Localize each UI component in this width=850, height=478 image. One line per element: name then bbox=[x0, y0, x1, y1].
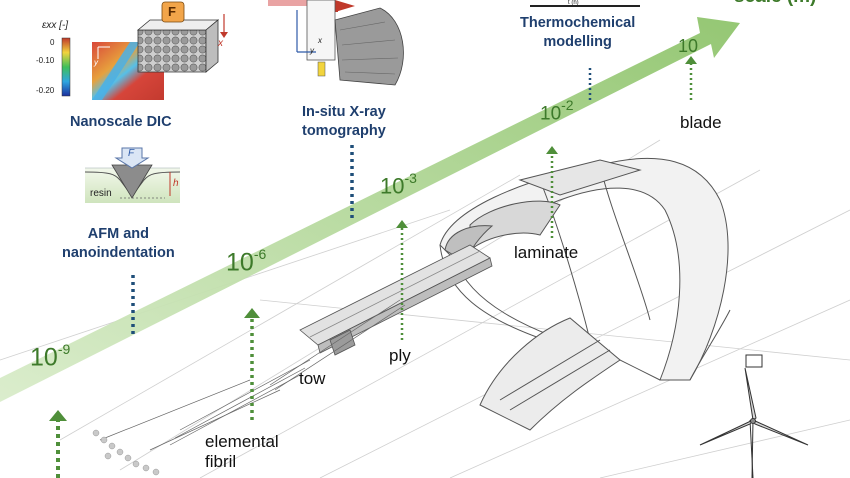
scale-1e-2: 10-2 bbox=[540, 97, 574, 125]
scale-1e1-base: 10 bbox=[678, 36, 699, 56]
afm-resin-label: resin bbox=[90, 188, 112, 199]
connector-fibril-arrowhead bbox=[49, 410, 67, 421]
afm-title-line2: nanoindentation bbox=[62, 245, 175, 261]
scale-1e-9-exp: -9 bbox=[57, 341, 71, 357]
strain-label: εxx [-] bbox=[42, 20, 69, 31]
scale-1e1: 10 bbox=[678, 32, 698, 57]
afm-title: AFM and nanoindentation bbox=[62, 225, 175, 263]
scale-arrow bbox=[0, 17, 740, 402]
xray-axis-x: x bbox=[318, 36, 322, 45]
dic-title: Nanoscale DIC bbox=[70, 114, 172, 130]
tow-sketch bbox=[99, 299, 406, 451]
label-laminate: laminate bbox=[514, 243, 579, 262]
dic-axis-x: x bbox=[218, 38, 223, 49]
scale-1e-6-exp: -6 bbox=[253, 246, 267, 262]
scale-1e-9: 10-9 bbox=[30, 341, 71, 372]
scale-1e-3-base: 10 bbox=[380, 173, 405, 199]
xray-axis-y: y bbox=[310, 46, 314, 55]
afm-title-line1: AFM and bbox=[87, 226, 149, 242]
label-fibril-line2: fibril bbox=[205, 452, 237, 471]
scale-1e-3: 10-3 bbox=[380, 170, 417, 199]
blade-sketch bbox=[439, 157, 731, 431]
label-ply: ply bbox=[389, 346, 411, 365]
xray-panel bbox=[268, 0, 404, 86]
scale-1e-2-exp: -2 bbox=[561, 97, 574, 113]
afm-force-label: F bbox=[128, 148, 135, 159]
connector-laminate-arrowhead bbox=[546, 146, 558, 154]
strain-tick-2: -0.20 bbox=[36, 86, 55, 95]
strain-tick-0: 0 bbox=[50, 38, 55, 47]
dic-force-label: F bbox=[168, 4, 176, 19]
scale-1e-9-base: 10 bbox=[30, 343, 58, 372]
force-box bbox=[161, 1, 185, 23]
strain-colorbar bbox=[61, 37, 71, 97]
wind-turbine-icon bbox=[699, 354, 809, 478]
force-arrow bbox=[114, 147, 150, 169]
thermo-time-axis: t (h) bbox=[568, 0, 579, 6]
connectors bbox=[49, 56, 697, 478]
scale-1e-2-base: 10 bbox=[540, 103, 562, 125]
xray-title-line2: tomography bbox=[302, 123, 386, 139]
thermo-title-line2: modelling bbox=[543, 34, 612, 50]
scale-axis-label: scale (m) bbox=[734, 0, 816, 8]
strain-tick-1: -0.10 bbox=[36, 56, 55, 65]
dic-axis-y: y bbox=[94, 58, 98, 67]
scale-1e-6: 10-6 bbox=[226, 246, 267, 277]
scale-1e-6-base: 10 bbox=[226, 248, 254, 277]
label-fibril-line1: elemental bbox=[205, 432, 279, 451]
afm-depth-label: h bbox=[173, 178, 179, 189]
thermo-title: Thermochemical modelling bbox=[520, 14, 635, 52]
thermo-title-line1: Thermochemical bbox=[520, 15, 636, 31]
connector-tow-arrowhead bbox=[244, 308, 260, 318]
connector-blade-arrowhead bbox=[685, 56, 697, 64]
xray-title-line1: In-situ X-ray bbox=[302, 104, 386, 120]
tomography-volume bbox=[334, 7, 404, 86]
afm-panel bbox=[84, 147, 181, 203]
label-blade: blade bbox=[680, 113, 722, 132]
fibril-ends bbox=[92, 429, 160, 476]
connector-ply-arrowhead bbox=[396, 220, 408, 228]
dic-panel bbox=[61, 1, 228, 100]
label-elemental-fibril: elemental fibril bbox=[205, 432, 279, 472]
fiber-block bbox=[136, 19, 220, 73]
scale-1e-3-exp: -3 bbox=[404, 170, 417, 186]
xray-title: In-situ X-ray tomography bbox=[302, 103, 386, 141]
laminate-sketch bbox=[299, 244, 493, 356]
label-tow: tow bbox=[299, 369, 326, 388]
